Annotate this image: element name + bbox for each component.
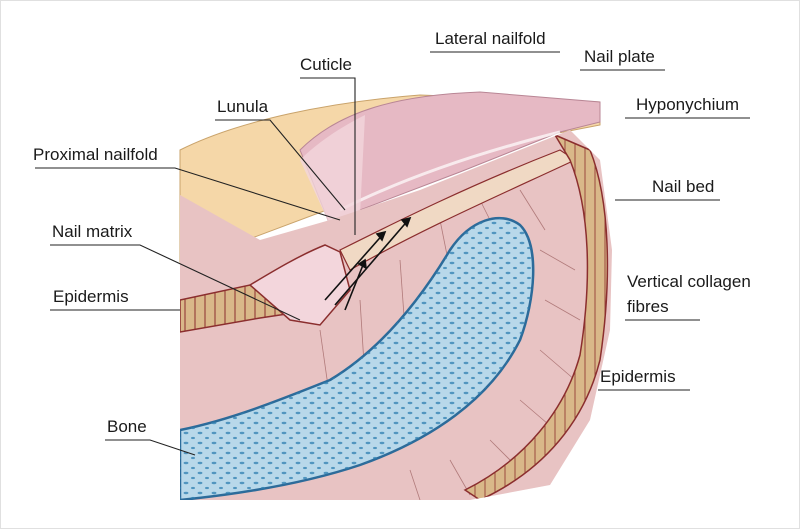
label-nail-matrix: Nail matrix: [52, 222, 133, 241]
label-vertical-collagen-1: Vertical collagen: [627, 272, 751, 291]
nail-growth-arrows: [324, 216, 412, 311]
label-nail-plate: Nail plate: [584, 47, 655, 66]
label-lunula: Lunula: [217, 97, 269, 116]
leader-nail-matrix: [50, 244, 301, 321]
label-epidermis-right: Epidermis: [600, 367, 676, 386]
bone-texture: [180, 218, 534, 500]
distal-epidermis-cells: [465, 135, 608, 500]
nail-plate-highlight: [339, 130, 561, 212]
label-cuticle: Cuticle: [300, 55, 352, 74]
label-bone: Bone: [107, 417, 147, 436]
leader-cuticle: [300, 77, 356, 235]
leader-proximal-nailfold: [35, 167, 341, 221]
label-lateral-nailfold: Lateral nailfold: [435, 29, 546, 48]
lunula-region: [300, 115, 365, 225]
label-proximal-nailfold: Proximal nailfold: [33, 145, 158, 164]
label-vertical-collagen-2: fibres: [627, 297, 669, 316]
label-nail-bed: Nail bed: [652, 177, 714, 196]
leader-lines: [35, 51, 750, 456]
leader-lunula: [215, 119, 346, 211]
left-epidermis-cells: [180, 285, 300, 332]
label-epidermis-left: Epidermis: [53, 287, 129, 306]
nail-matrix-fold: [248, 244, 351, 326]
cross-section: [180, 130, 612, 500]
leader-bone: [105, 439, 196, 456]
label-hyponychium: Hyponychium: [636, 95, 739, 114]
